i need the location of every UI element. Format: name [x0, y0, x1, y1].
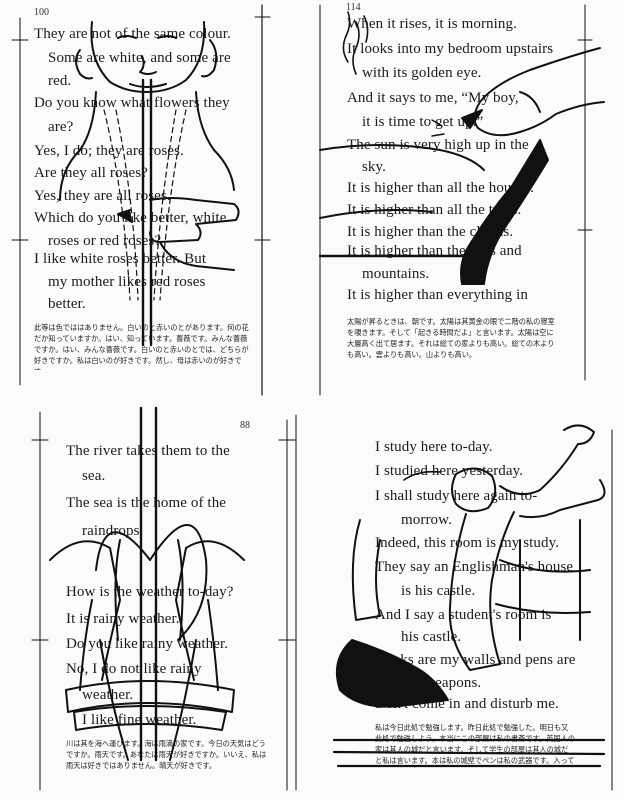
japanese-footnote: 此等は色でははありません。白いのと赤いのとがあります。何の花だか知っていますか。…: [34, 323, 249, 370]
text-line: I studied here yesterday.: [375, 463, 524, 479]
text-line: I like fine weather.: [82, 712, 197, 728]
page-bottom-left: 88 The river takes them to the sea. The …: [0, 400, 312, 800]
japanese-footnote: 川は其を海へ運びます。海は雨滴の家です。今日の天気はどうですか。雨天です。あなた…: [66, 739, 267, 770]
text-line: How is the weather to-day?: [66, 584, 234, 600]
text-line: morrow.: [401, 512, 452, 528]
text-line: I like white roses better. But: [34, 251, 207, 267]
text-line: The river takes them to the: [66, 443, 230, 459]
text-line: It is rainy weather.: [66, 611, 180, 627]
text-line: Yes, I do; they are roses.: [34, 143, 184, 159]
text-line: The sea is the home of the: [66, 495, 227, 511]
page-top-right: 114 When it rises, it is morning. It loo…: [312, 0, 624, 400]
text-line: sea.: [82, 468, 106, 484]
page-top-left: 100 They are not of the same colour. Som…: [0, 0, 312, 400]
text-line: red.: [48, 73, 72, 89]
text-line: are?: [48, 119, 74, 135]
text-line: When it rises, it is morning.: [347, 16, 517, 32]
text-line: his castle.: [401, 629, 462, 645]
text-line: They are not of the same colour.: [34, 26, 231, 42]
text-line: with its golden eye.: [362, 65, 482, 81]
text-line: It is higher than the hills and: [347, 243, 522, 259]
text-line: It looks into my bedroom upstairs: [347, 41, 554, 57]
page-bottom-right: I study here to-day. I studied here yest…: [312, 400, 624, 800]
text-line: sky.: [362, 159, 387, 175]
text-line: It is higher than everything in: [347, 287, 528, 303]
text-line: Are they all roses?: [34, 165, 148, 181]
text-line: Yes, they are all roses.: [34, 188, 171, 204]
text-line: my mother likes red roses: [48, 274, 206, 290]
text-line: No, I do not like rainy: [66, 661, 202, 677]
text-line: And I say a student's room is: [375, 607, 552, 623]
text-line: I study here to-day.: [375, 439, 493, 455]
text-line: Some are white, and some are: [48, 50, 231, 66]
text-line: roses or red roses?: [48, 233, 162, 249]
text-line: raindrops.: [82, 523, 144, 539]
text-line: weather.: [82, 687, 134, 703]
text-line: It is higher than the clouds.: [347, 224, 514, 240]
text-line: It is higher than all the houses.: [347, 180, 535, 196]
text-line: And it says to me, “My boy,: [347, 90, 519, 106]
page-number: 88: [240, 420, 250, 431]
text-line: is his castle.: [401, 583, 476, 599]
japanese-footnote: 私は今日此処で勉強します。昨日此処で勉強した。明日も又此処で勉強しよう。本当にこ…: [375, 723, 575, 768]
japanese-footnote: 太陽が昇るときは、朝です。太陽は其黄金の眼で二階の私の寝室を覗きます。そして「起…: [347, 317, 555, 359]
text-line: Don't come in and disturb me.: [375, 696, 559, 712]
text-line: Books are my walls and pens are: [375, 652, 576, 668]
text-line: my weapons.: [401, 675, 482, 691]
text-line: it is time to get up.”: [362, 114, 484, 130]
text-line: mountains.: [362, 266, 430, 282]
page-number: 114: [346, 2, 361, 13]
text-line: Indeed, this room is my study.: [375, 535, 560, 551]
text-line: Which do you like better, white: [34, 210, 227, 226]
text-line: The sun is very high up in the: [347, 137, 529, 153]
text-line: Do you like rainy weather.: [66, 636, 229, 652]
text-line: Do you know what flowers they: [34, 95, 230, 111]
page-number: 100: [34, 7, 49, 18]
text-line: I shall study here again to-: [375, 488, 538, 504]
text-line: better.: [48, 296, 86, 312]
text-line: They say an Englishman's house: [375, 559, 574, 575]
text-line: It is higher than all the trees.: [347, 202, 522, 218]
